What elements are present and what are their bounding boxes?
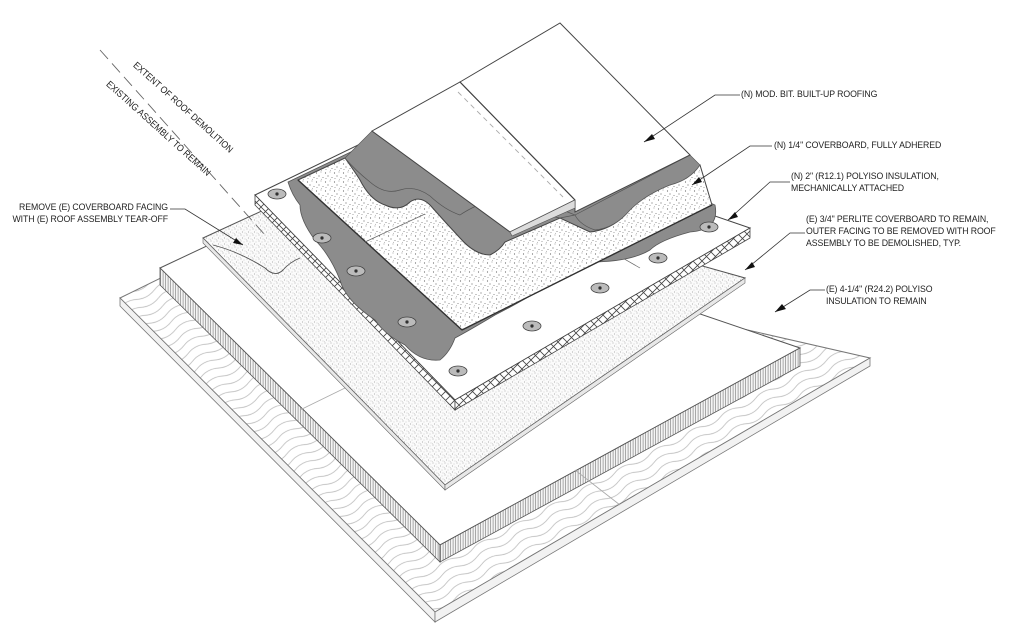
callout-perlite-line1: (E) 3/4" PERLITE COVERBOARD TO REMAIN, bbox=[806, 214, 989, 225]
callout-polyiso-existing-line1: (E) 4-1/4" (R24.2) POLYISO bbox=[826, 284, 933, 295]
callout-remove-facing-line1: REMOVE (E) COVERBOARD FACING bbox=[19, 202, 169, 213]
callout-polyiso-existing-line2: INSULATION TO REMAIN bbox=[826, 296, 927, 307]
callout-coverboard: (N) 1/4" COVERBOARD, FULLY ADHERED bbox=[774, 140, 941, 152]
callout-polyiso-new-line2: MECHANICALLY ATTACHED bbox=[791, 183, 905, 194]
arrow-icon bbox=[745, 262, 755, 270]
fastener-icon bbox=[312, 232, 332, 244]
membrane-layer bbox=[371, 22, 691, 237]
leader-lines bbox=[170, 94, 825, 313]
arrow-icon bbox=[775, 304, 786, 312]
fastener-icon bbox=[267, 188, 287, 200]
fastener-icon bbox=[397, 316, 417, 328]
callout-remove-facing: REMOVE (E) COVERBOARD FACING WITH (E) RO… bbox=[12, 202, 169, 226]
fastener-icon bbox=[590, 282, 610, 294]
arrow-icon bbox=[692, 177, 702, 185]
callout-polyiso-existing: (E) 4-1/4" (R24.2) POLYISO INSULATION TO… bbox=[826, 284, 933, 308]
arrow-icon bbox=[728, 212, 738, 220]
callout-membrane: (N) MOD. BIT. BUILT-UP ROOFING bbox=[741, 89, 877, 101]
callout-polyiso-new-line1: (N) 2" (R12.1) POLYISO INSULATION, bbox=[791, 171, 939, 182]
callout-perlite-line2: OUTER FACING TO BE REMOVED WITH ROOF bbox=[806, 226, 996, 237]
fastener-icon bbox=[346, 265, 366, 277]
arrow-icon bbox=[233, 238, 243, 245]
callout-perlite-line3: ASSEMBLY TO BE DEMOLISHED, TYP. bbox=[806, 238, 962, 249]
callout-remove-facing-line2: WITH (E) ROOF ASSEMBLY TEAR-OFF bbox=[12, 214, 169, 225]
callout-polyiso-new: (N) 2" (R12.1) POLYISO INSULATION, MECHA… bbox=[791, 171, 939, 195]
fastener-icon bbox=[699, 221, 719, 233]
callout-coverboard-line1: (N) 1/4" COVERBOARD, FULLY ADHERED bbox=[774, 140, 942, 151]
fastener-icon bbox=[648, 252, 668, 264]
arrowheads bbox=[233, 134, 786, 312]
fastener-icon bbox=[522, 320, 542, 332]
demolition-line bbox=[99, 49, 266, 236]
arrow-icon bbox=[644, 134, 655, 142]
fasteners bbox=[267, 188, 719, 377]
callout-perlite: (E) 3/4" PERLITE COVERBOARD TO REMAIN, O… bbox=[806, 214, 996, 250]
callout-membrane-line1: (N) MOD. BIT. BUILT-UP ROOFING bbox=[741, 89, 878, 100]
fastener-icon bbox=[448, 365, 468, 377]
